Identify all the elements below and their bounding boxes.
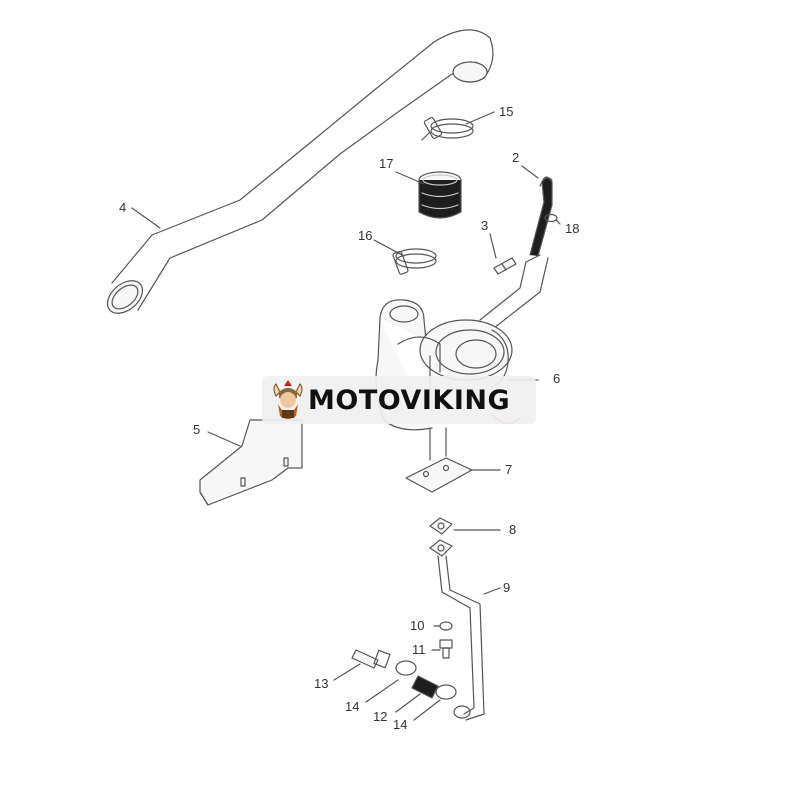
part-2-oil-feed-pipe	[525, 176, 553, 263]
callout-part-4: 4	[119, 200, 127, 215]
callout-part-14-a: 14	[345, 699, 360, 714]
part-9-oil-return-pipe	[437, 555, 485, 721]
part-4-air-intake-pipe	[106, 29, 494, 314]
part-3-fitting	[493, 257, 517, 275]
callout-part-9: 9	[503, 580, 511, 595]
callout-part-14-b: 14	[393, 717, 408, 732]
brand-wordmark: MOTOVIKING	[308, 384, 511, 416]
callout-part-6: 6	[553, 371, 561, 386]
callout-part-8: 8	[509, 522, 517, 537]
callout-part-11: 11	[412, 642, 426, 657]
part-12-short-hose	[411, 675, 439, 699]
part-7-gasket	[405, 427, 473, 493]
callout-part-13: 13	[314, 676, 329, 691]
part-14-hose-clamps	[395, 660, 457, 700]
part-15-hose-clamp	[421, 116, 474, 141]
callout-part-12: 12	[373, 709, 388, 724]
part-5-heat-shield	[199, 419, 303, 506]
callout-part-7: 7	[505, 462, 513, 477]
part-8-flange-gaskets	[429, 517, 453, 557]
part-16-hose-clamp	[392, 248, 437, 275]
callout-part-3: 3	[481, 218, 489, 233]
part-13-nipple-fitting	[351, 649, 391, 669]
part-18-o-ring	[544, 213, 558, 223]
callout-part-18: 18	[565, 221, 580, 236]
part-17-hose-connector	[418, 171, 462, 219]
leader-lines	[131, 111, 561, 721]
callout-part-15: 15	[499, 104, 514, 119]
callout-part-17: 17	[379, 156, 394, 171]
callout-part-10: 10	[410, 618, 425, 633]
part-10-washer	[439, 621, 453, 631]
callout-part-16: 16	[358, 228, 373, 243]
viking-mascot-icon	[273, 380, 303, 419]
callout-part-2: 2	[512, 150, 520, 165]
part-11-bolt	[439, 639, 453, 659]
callout-part-5: 5	[193, 422, 201, 437]
brand-watermark: MOTOVIKING	[262, 376, 536, 424]
